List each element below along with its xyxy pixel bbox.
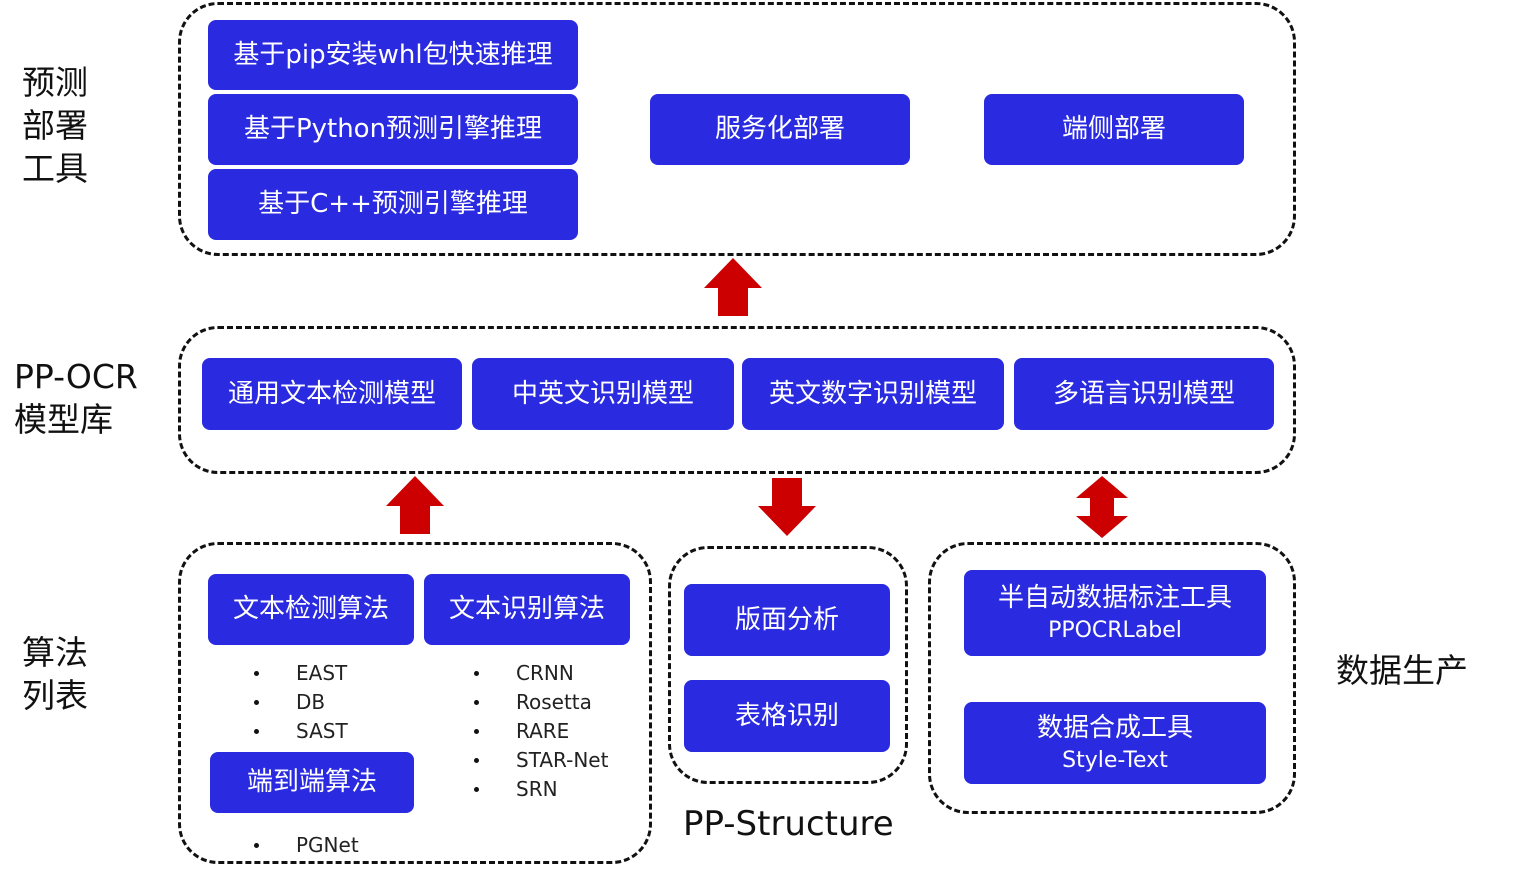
data-box-style-text: 数据合成工具 Style-Text xyxy=(964,702,1266,784)
deploy-box-serving: 服务化部署 xyxy=(650,94,910,165)
data-group xyxy=(928,542,1296,814)
deploy-group xyxy=(178,2,1296,256)
list-item: DB xyxy=(254,688,348,717)
ppocr-group xyxy=(178,326,1296,474)
deploy-box-edge: 端侧部署 xyxy=(984,94,1244,165)
ppocr-box-ch-en-rec-model: 中英文识别模型 xyxy=(472,358,734,430)
deploy-box-pip-whl: 基于pip安装whl包快速推理 xyxy=(208,20,578,90)
list-item: EAST xyxy=(254,659,348,688)
list-item: SAST xyxy=(254,717,348,746)
deploy-box-python: 基于Python预测引擎推理 xyxy=(208,94,578,165)
algo-box-text-detection: 文本检测算法 xyxy=(208,574,414,645)
ppocr-section-label: PP-OCR 模型库 xyxy=(14,357,138,439)
up-arrow-icon xyxy=(386,476,444,534)
ppocr-box-en-num-rec-model: 英文数字识别模型 xyxy=(742,358,1004,430)
algorithms-section-label: 算法 列表 xyxy=(22,633,88,715)
structure-box-layout-analysis: 版面分析 xyxy=(684,584,890,656)
structure-box-table-recognition: 表格识别 xyxy=(684,680,890,752)
structure-section-label: PP-Structure xyxy=(683,804,894,844)
algorithms-group xyxy=(178,542,652,864)
ppocr-box-det-model: 通用文本检测模型 xyxy=(202,358,462,430)
up-arrow-icon xyxy=(704,258,762,316)
algo-box-end-to-end: 端到端算法 xyxy=(210,752,414,813)
list-item: STAR-Net xyxy=(474,746,608,775)
down-arrow-icon xyxy=(758,478,816,536)
list-item: CRNN xyxy=(474,659,608,688)
list-item: Rosetta xyxy=(474,688,608,717)
det-algorithm-list: EAST DB SAST xyxy=(254,659,348,746)
deploy-section-label: 预测 部署 工具 xyxy=(22,63,88,188)
algo-box-text-recognition: 文本识别算法 xyxy=(424,574,630,645)
list-item: PGNet xyxy=(254,831,359,860)
data-section-label: 数据生产 xyxy=(1336,651,1468,690)
bidirectional-arrow-icon xyxy=(1076,476,1128,538)
data-box-ppocrlabel: 半自动数据标注工具 PPOCRLabel xyxy=(964,570,1266,656)
ppocr-box-multilang-rec-model: 多语言识别模型 xyxy=(1014,358,1274,430)
rec-algorithm-list: CRNN Rosetta RARE STAR-Net SRN xyxy=(474,659,608,804)
deploy-box-cpp: 基于C++预测引擎推理 xyxy=(208,169,578,240)
list-item: SRN xyxy=(474,775,608,804)
structure-group xyxy=(668,546,908,784)
e2e-algorithm-list: PGNet xyxy=(254,831,359,860)
list-item: RARE xyxy=(474,717,608,746)
